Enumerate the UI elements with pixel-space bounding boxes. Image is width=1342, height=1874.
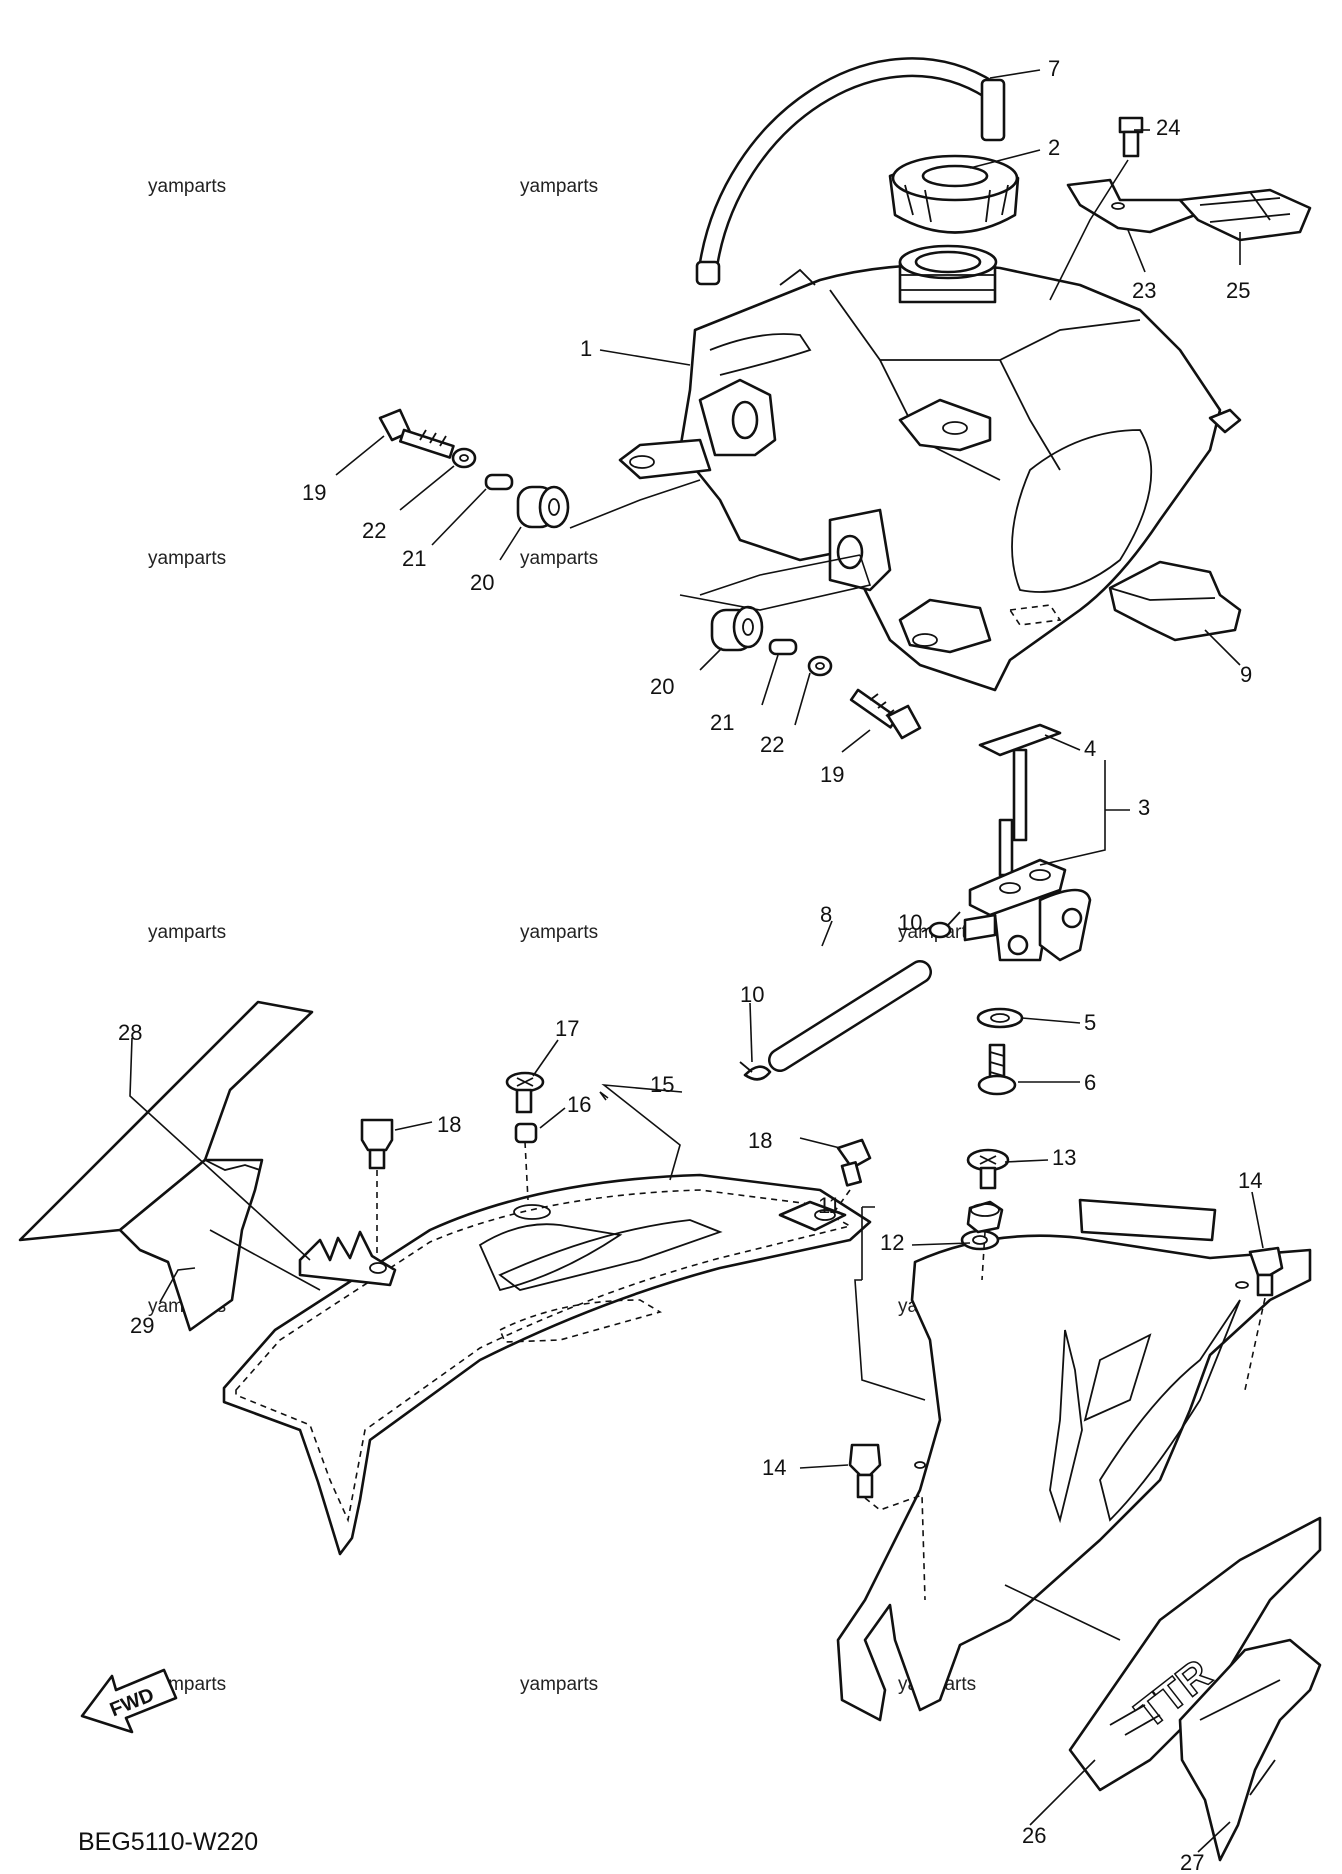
rivet-14b xyxy=(848,1443,882,1499)
watermark: yamparts xyxy=(520,922,598,943)
callout-25: 25 xyxy=(1226,278,1250,303)
callout-labels: 7 2 24 23 25 1 19 22 21 20 9 20 21 22 19… xyxy=(118,56,1262,1874)
callout-2: 2 xyxy=(1048,135,1060,160)
gasket-4 xyxy=(978,723,1062,757)
callout-1: 1 xyxy=(580,336,592,361)
callout-7: 7 xyxy=(1048,56,1060,81)
diagram-code: BEG5110-W220 xyxy=(78,1828,258,1856)
damper-20a xyxy=(516,485,570,529)
graphic-29 xyxy=(118,1158,264,1332)
bolt-19a xyxy=(378,408,455,459)
strap-25 xyxy=(1178,188,1312,242)
callout-22b: 22 xyxy=(760,732,784,757)
callout-8: 8 xyxy=(820,902,832,927)
watermark: yamparts xyxy=(148,922,226,943)
callout-11: 11 xyxy=(818,1193,841,1218)
callout-19b: 19 xyxy=(820,762,844,787)
callout-16: 16 xyxy=(567,1092,591,1117)
callout-18a: 18 xyxy=(437,1112,461,1137)
callout-3: 3 xyxy=(1138,795,1150,820)
side-cover-right xyxy=(836,1198,1312,1722)
rivet-18a xyxy=(360,1118,394,1170)
callout-23: 23 xyxy=(1132,278,1156,303)
clip-10b xyxy=(739,1061,772,1081)
side-cover-left xyxy=(222,1173,872,1556)
callout-20b: 20 xyxy=(650,674,674,699)
callout-27: 27 xyxy=(1180,1850,1204,1874)
screw-17 xyxy=(505,1071,545,1114)
fuel-tank xyxy=(618,244,1242,692)
breather-hose xyxy=(695,57,1006,286)
callout-10a: 10 xyxy=(898,910,922,935)
washer-22a xyxy=(451,447,477,469)
leader-lines xyxy=(129,69,1264,1853)
callout-24: 24 xyxy=(1156,115,1180,140)
watermark: yamparts xyxy=(148,176,226,197)
collar-21a xyxy=(484,473,514,491)
watermark: yamparts xyxy=(148,548,226,569)
bolt-19b xyxy=(849,688,922,740)
callout-20a: 20 xyxy=(470,570,494,595)
washer-5 xyxy=(976,1007,1024,1029)
screw-6 xyxy=(977,1043,1017,1096)
callout-18b: 18 xyxy=(748,1128,772,1153)
callout-10b: 10 xyxy=(740,982,764,1007)
callout-9: 9 xyxy=(1240,662,1252,687)
bolt-24 xyxy=(1118,116,1144,158)
fuel-cock xyxy=(963,748,1092,962)
callout-12: 12 xyxy=(880,1230,904,1255)
callout-21b: 21 xyxy=(710,710,734,735)
collar-12 xyxy=(966,1200,1004,1234)
rivet-18b xyxy=(836,1138,872,1187)
callout-22a: 22 xyxy=(362,518,386,543)
clip-10a xyxy=(928,911,961,939)
callout-17: 17 xyxy=(555,1016,579,1041)
callout-19a: 19 xyxy=(302,480,326,505)
callout-5: 5 xyxy=(1084,1010,1096,1035)
callout-13: 13 xyxy=(1052,1145,1076,1170)
screw-13 xyxy=(966,1148,1010,1190)
collar-21b xyxy=(768,638,798,656)
callout-4: 4 xyxy=(1084,736,1096,761)
watermark: yamparts xyxy=(520,176,598,197)
callout-6: 6 xyxy=(1084,1070,1096,1095)
forward-arrow-icon: FWD xyxy=(80,1668,178,1734)
callout-26: 26 xyxy=(1022,1823,1046,1848)
washer-22b xyxy=(807,655,833,677)
graphic-27 xyxy=(1178,1638,1322,1862)
fuel-cap xyxy=(888,154,1020,234)
watermark: yamparts xyxy=(520,1674,598,1695)
callout-15: 15 xyxy=(650,1072,674,1097)
callout-14a: 14 xyxy=(1238,1168,1262,1193)
callout-28: 28 xyxy=(118,1020,142,1045)
callout-14b: 14 xyxy=(762,1455,786,1480)
collar-16 xyxy=(514,1122,538,1144)
guard-9 xyxy=(1108,560,1242,642)
callout-29: 29 xyxy=(130,1313,154,1338)
rivet-14a xyxy=(1248,1246,1284,1297)
callout-21a: 21 xyxy=(402,546,426,571)
watermark: yamparts xyxy=(520,548,598,569)
damper-20b xyxy=(710,605,764,652)
fuel-hose xyxy=(768,960,932,1072)
